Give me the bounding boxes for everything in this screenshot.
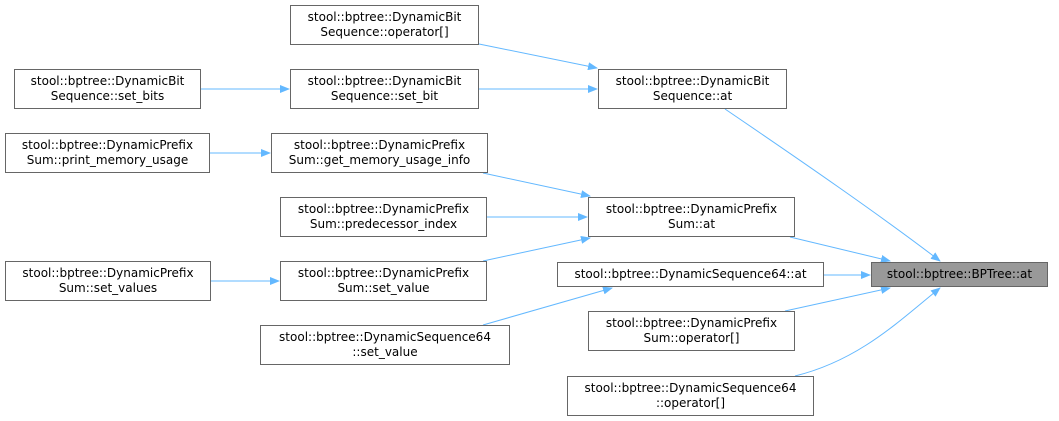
node-label: ::operator[] — [655, 396, 726, 410]
node-dynamicbitsequence-set-bits[interactable]: stool::bptree::DynamicBit Sequence::set_… — [14, 69, 201, 109]
node-dynamicprefixsum-operator[interactable]: stool::bptree::DynamicPrefix Sum::operat… — [588, 311, 795, 351]
node-dynamicprefixsum-get-memory-usage-info[interactable]: stool::bptree::DynamicPrefix Sum::get_me… — [271, 133, 488, 173]
node-label: stool::bptree::DynamicBit — [307, 74, 462, 88]
node-label: stool::bptree::DynamicSequence64 — [584, 381, 797, 395]
node-label: Sum::operator[] — [643, 331, 740, 345]
node-label: stool::bptree::DynamicSequence64::at — [574, 267, 807, 281]
node-label: Sequence::operator[] — [320, 25, 449, 39]
node-label: stool::bptree::DynamicSequence64 — [279, 330, 491, 344]
node-label: Sum::predecessor_index — [309, 217, 458, 231]
node-label: stool::bptree::DynamicPrefix — [21, 138, 194, 152]
node-label: stool::bptree::DynamicPrefix — [297, 266, 470, 280]
node-dynamicprefixsum-set-values[interactable]: stool::bptree::DynamicPrefix Sum::set_va… — [5, 261, 211, 301]
node-dynamicsequence64-operator[interactable]: stool::bptree::DynamicSequence64 ::opera… — [567, 376, 814, 416]
node-dynamicbitsequence-set-bit[interactable]: stool::bptree::DynamicBit Sequence::set_… — [290, 69, 479, 109]
node-label: stool::bptree::BPTree::at — [886, 267, 1033, 281]
node-label: stool::bptree::DynamicPrefix — [605, 316, 778, 330]
node-dynamicsequence64-at[interactable]: stool::bptree::DynamicSequence64::at — [557, 262, 824, 287]
node-label: Sum::print_memory_usage — [26, 153, 189, 167]
node-label: stool::bptree::DynamicPrefix — [293, 138, 466, 152]
node-dynamicsequence64-set-value[interactable]: stool::bptree::DynamicSequence64 ::set_v… — [260, 325, 510, 365]
node-label: Sequence::set_bit — [330, 89, 439, 103]
edge-bit-opidx-to-bit-at — [478, 43, 598, 71]
node-dynamicprefixsum-at[interactable]: stool::bptree::DynamicPrefix Sum::at — [588, 197, 795, 237]
node-label: stool::bptree::DynamicPrefix — [605, 202, 778, 216]
edge-get-mem-to-ps-at — [482, 172, 591, 199]
node-label: stool::bptree::DynamicBit — [30, 74, 185, 88]
edge-bit-at-to-bptree-at — [724, 108, 941, 262]
edge-seq-opidx-to-bptree-at — [794, 287, 941, 377]
node-label: Sum::set_value — [337, 281, 430, 295]
node-label: stool::bptree::DynamicPrefix — [297, 202, 470, 216]
edge-ps-at-to-bptree-at — [789, 236, 891, 263]
node-label: stool::bptree::DynamicBit — [615, 74, 770, 88]
node-dynamicbitsequence-at[interactable]: stool::bptree::DynamicBit Sequence::at — [598, 69, 787, 109]
edge-set-value-to-ps-at — [482, 235, 591, 262]
edge-ps-opidx-to-bptree-at — [784, 286, 891, 312]
node-label: Sum::at — [667, 217, 716, 231]
node-dynamicbitsequence-operator[interactable]: stool::bptree::DynamicBit Sequence::oper… — [290, 5, 479, 45]
edge-seq-set-value-to-seq-at — [482, 286, 613, 326]
node-dynamicprefixsum-predecessor-index[interactable]: stool::bptree::DynamicPrefix Sum::predec… — [280, 197, 487, 237]
node-label: Sum::set_values — [58, 281, 158, 295]
node-label: stool::bptree::DynamicBit — [307, 10, 462, 24]
node-dynamicprefixsum-print-memory-usage[interactable]: stool::bptree::DynamicPrefix Sum::print_… — [5, 133, 210, 173]
node-label: Sum::get_memory_usage_info — [288, 153, 471, 167]
node-label: stool::bptree::DynamicPrefix — [22, 266, 194, 280]
node-dynamicprefixsum-set-value[interactable]: stool::bptree::DynamicPrefix Sum::set_va… — [280, 261, 487, 301]
node-label: Sequence::set_bits — [50, 89, 165, 103]
node-bptree-at-focus: stool::bptree::BPTree::at — [871, 262, 1048, 287]
node-label: Sequence::at — [652, 89, 733, 103]
node-label: ::set_value — [352, 345, 418, 359]
